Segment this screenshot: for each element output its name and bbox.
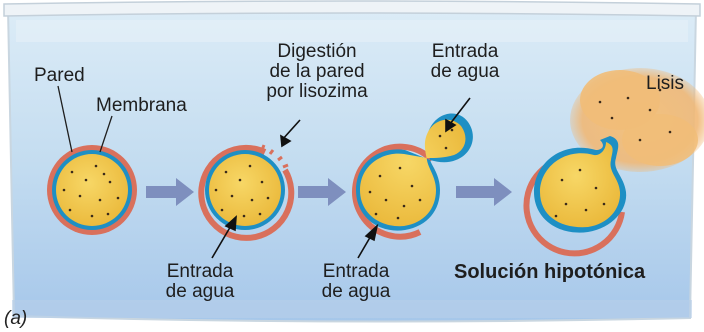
cell-intact [47,145,137,235]
label-entrada-top: Entrada de agua [420,42,510,82]
label-entrada-1-line1: Entrada [166,261,234,282]
cell-lysed [523,68,704,257]
label-entrada-top-line1: Entrada [431,41,499,62]
label-membrana: Membrana [96,95,187,116]
water-arrows [211,97,471,259]
cell-bulging [352,113,473,240]
arrow-2 [298,178,346,206]
label-entrada-1: Entrada de agua [150,262,250,302]
label-pared: Pared [34,65,85,86]
panel-label: (a) [4,308,28,329]
label-entrada-top-line2: de agua [430,61,500,82]
label-solucion-hipotonica: Solución hipotónica [454,261,646,283]
process-arrows [146,178,512,206]
label-entrada-1-line2: de agua [165,281,235,302]
label-digestion-line3: por lisozima [266,81,368,102]
label-digestion: Digestión de la pared por lisozima [252,42,382,102]
pointer-membrana [99,115,113,153]
pointer-lines [57,85,113,153]
label-entrada-2: Entrada de agua [306,262,406,302]
label-entrada-2-line2: de agua [321,281,391,302]
cell-wall-digested [198,144,295,241]
label-digestion-line2: de la pared [269,61,365,82]
label-entrada-2-line1: Entrada [322,261,390,282]
pointer-pared [57,85,73,153]
label-digestion-line1: Digestión [277,41,357,62]
arrow-3 [456,178,512,206]
arrow-1 [146,178,194,206]
label-lisis: Lisis [646,73,685,94]
